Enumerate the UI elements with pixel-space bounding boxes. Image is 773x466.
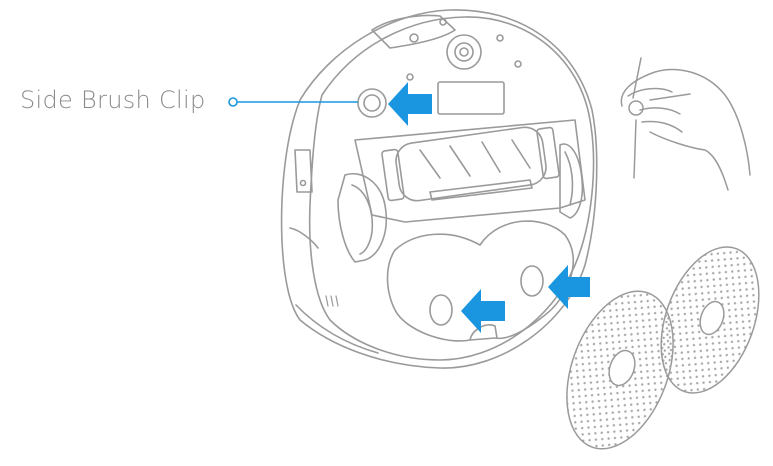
label-plate [437,81,505,115]
callout-leader [228,97,358,107]
caster-wheel-hub [459,47,469,57]
side-brush-bristle-bottom [633,119,637,179]
vent-marks [325,295,339,307]
side-brush-clip-label: Side Brush Clip [20,86,206,114]
right-wheel [559,143,584,219]
hand-outline [620,68,751,176]
sensor-dot-top [439,18,447,26]
arrow-icon [548,265,590,309]
top-screw [409,33,419,43]
sensor-dot-right [496,34,504,42]
robot-side-shell [280,9,598,369]
arrow-icon [461,289,505,333]
main-brush-roll [395,126,547,202]
brush-cap-left [381,148,405,202]
mop-mount-left [429,294,453,326]
side-brush-bristle-right [649,93,691,101]
right-wheel-tread [564,151,574,206]
sensor-dot-mid [514,60,522,68]
left-wheel [337,173,388,263]
caster-wheel-outer [446,34,482,70]
caster-wheel-inner [454,42,474,62]
brush-blade-3 [481,141,501,173]
mop-mount-right [520,265,544,297]
brush-latch [429,179,533,201]
robot-base-face [308,16,595,361]
mop-pad-back [660,246,760,394]
hand-with-side-brush [620,57,751,191]
brush-blade-4 [511,139,531,169]
thumb [649,131,729,191]
brush-blade-1 [419,149,441,179]
finger-1 [627,87,673,97]
bumper-lower [289,227,319,249]
arrow-icon [388,82,432,126]
sensor-dot-left [406,73,414,81]
robot-vacuum [280,9,598,369]
side-brush-clip [357,88,387,118]
leader-origin-dot [228,97,238,107]
side-brush-clip-inner [363,94,381,112]
bumper-notch-left [294,149,313,193]
side-brush-hub [628,100,644,116]
side-brush-bristle-top [632,57,642,99]
bumper-screw [299,179,307,187]
mop-pad-front [566,290,674,450]
finger-3 [641,120,683,133]
left-wheel-tread [351,184,374,255]
finger-2 [639,107,681,115]
bumper-bottom-edge [295,304,379,354]
brush-cap-right [536,126,560,180]
top-recess [371,14,456,49]
mop-plate-notch [469,324,498,341]
mop-plate [386,220,575,342]
brush-blade-2 [449,145,471,177]
